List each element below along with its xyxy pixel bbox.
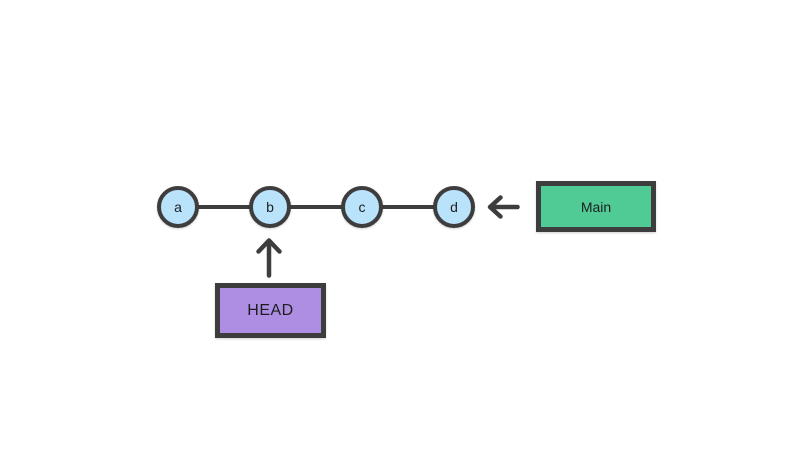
commit-edge-line <box>178 205 454 209</box>
commit-node-d: d <box>433 186 475 228</box>
arrow-up-icon <box>256 238 282 278</box>
arrow-left-icon <box>487 195 520 219</box>
commit-node-a-label: a <box>174 199 182 215</box>
head-label: HEAD <box>247 301 294 319</box>
commit-node-c: c <box>341 186 383 228</box>
commit-node-c-label: c <box>358 199 366 215</box>
commit-node-b: b <box>249 186 291 228</box>
commit-node-d-label: d <box>450 199 458 215</box>
commit-node-b-label: b <box>266 199 274 215</box>
main-branch-label: Main <box>580 198 612 215</box>
head-box: HEAD <box>215 283 326 338</box>
commit-node-a: a <box>157 186 199 228</box>
main-branch-box: Main <box>536 181 656 232</box>
